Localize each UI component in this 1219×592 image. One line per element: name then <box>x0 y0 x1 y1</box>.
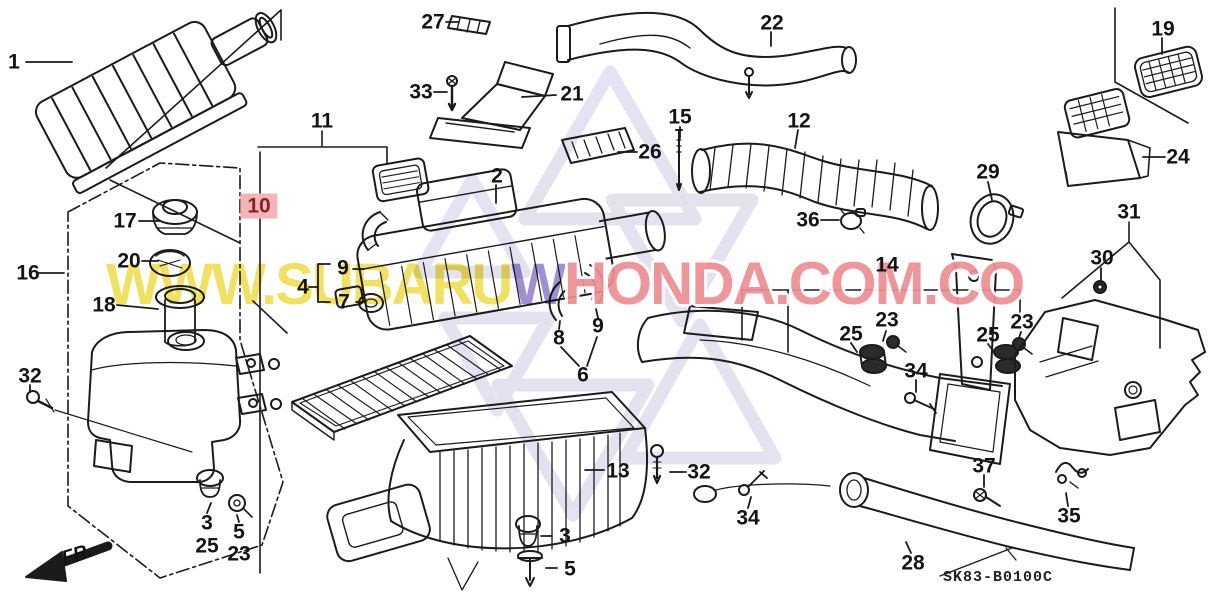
part-14-intake-duct <box>636 253 1011 503</box>
part-33-bolt <box>446 75 458 112</box>
fr-direction-arrow <box>25 541 113 582</box>
part-15-long-bolt <box>675 129 683 191</box>
part-5-rivet-center <box>517 550 543 587</box>
part-37-sensor <box>973 488 1001 507</box>
part-13-air-cleaner-case <box>326 391 649 591</box>
part-12-intake-hose <box>691 142 939 231</box>
part-34-screw-upper <box>904 392 937 414</box>
part-34-screw-lower <box>738 470 768 496</box>
resonator-tank <box>87 329 282 483</box>
part-29-clamp-ring <box>969 193 1025 245</box>
diagram-code: SK83-B0100C <box>943 569 1054 586</box>
part-8-elbow <box>548 281 567 321</box>
part-35-clip <box>1055 461 1089 489</box>
part-1-air-cleaner-cover <box>34 12 278 194</box>
part-19-vent-grille <box>1133 45 1203 98</box>
part-17-mount-grommet <box>152 199 198 235</box>
part-27-seal-strip <box>447 15 491 35</box>
part-3-mount-left <box>196 469 224 498</box>
part-5-washer-left <box>228 494 253 518</box>
part-32-bolt-center <box>650 444 664 485</box>
part-28-breather-pipe <box>839 472 1135 577</box>
part-18-inlet-tube <box>155 285 205 347</box>
watermark-triangles <box>413 65 782 522</box>
part-25-bushing-left <box>859 344 887 374</box>
part-24-vent-assembly <box>1057 88 1151 187</box>
part-31-cover-panel <box>1014 299 1206 456</box>
part-23-washer-left <box>886 335 907 353</box>
air-filter-element <box>291 335 513 441</box>
construction-lines <box>67 7 1189 579</box>
part-22-air-duct <box>556 11 857 99</box>
part-26-grate <box>561 127 635 164</box>
part-2-air-cleaner-cover-upper <box>334 168 666 331</box>
part-11-resonator-box <box>371 157 430 203</box>
leader-lines <box>25 21 1166 569</box>
part-3-mount-center <box>515 515 541 547</box>
part-20-grommet-cap <box>149 249 191 277</box>
part-21-air-scoop <box>429 61 554 149</box>
subassembly-16-boundary <box>67 162 284 579</box>
part-32-bolt-left <box>26 390 193 453</box>
part-7-grommet <box>358 293 384 313</box>
part-30-grommet <box>1093 280 1107 294</box>
part-36-hose-clamp <box>840 208 866 234</box>
part-9-elbow-upper <box>361 211 389 251</box>
part-9-elbow-lower <box>584 264 605 305</box>
